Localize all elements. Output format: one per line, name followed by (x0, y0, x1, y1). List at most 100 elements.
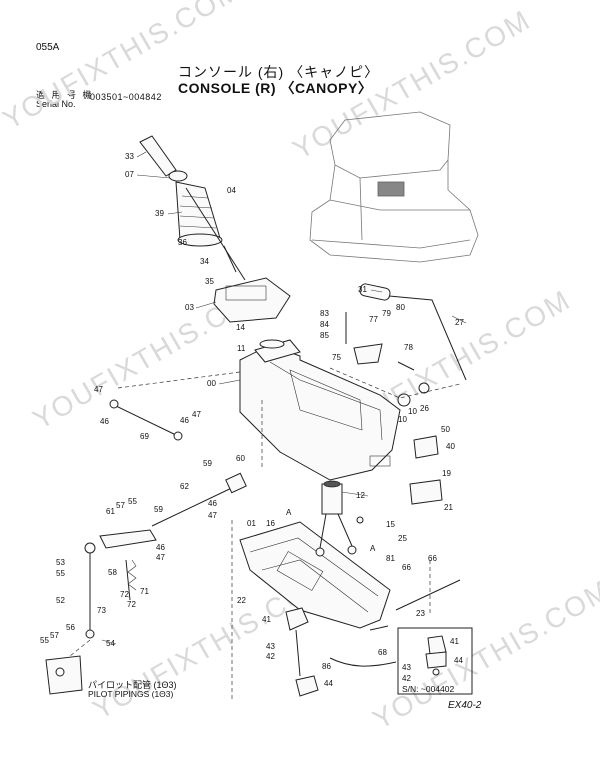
callout-47-d: 47 (156, 553, 165, 562)
watermark-2: YOUFIXTHIS.COM (288, 4, 537, 165)
callout-41-a: 41 (262, 615, 271, 624)
callout-labels: 33 07 04 39 36 34 35 03 14 11 00 31 83 8… (40, 152, 464, 688)
callout-31: 31 (358, 285, 367, 294)
callout-55-b: 55 (56, 569, 65, 578)
page-number: 055A (36, 42, 60, 53)
callout-46-a: 46 (100, 417, 109, 426)
callout-86: 86 (322, 662, 331, 671)
callout-33: 33 (125, 152, 134, 161)
callout-44-a: 44 (324, 679, 333, 688)
callout-81: 81 (386, 554, 395, 563)
serial-label-japanese: 適 用 号 機 (36, 90, 94, 100)
callout-47-b: 47 (192, 410, 201, 419)
title-japanese: コンソール (右) 〈キャノピ〉 (178, 64, 380, 80)
callout-15: 15 (386, 520, 395, 529)
callout-10-a: 10 (398, 415, 407, 424)
callout-07: 07 (125, 170, 134, 179)
callout-42-b: 42 (402, 674, 411, 683)
callout-47-c: 47 (208, 511, 217, 520)
callout-73: 73 (97, 606, 106, 615)
callout-00: 00 (207, 379, 216, 388)
boot-ring (177, 233, 223, 247)
callout-79: 79 (382, 309, 391, 318)
callout-55-a: 55 (128, 497, 137, 506)
callout-84: 84 (320, 320, 329, 329)
dampers (285, 607, 397, 697)
base-plate (231, 400, 391, 700)
callout-72-a: 72 (120, 590, 129, 599)
callout-52: 52 (56, 596, 65, 605)
lever-grip (139, 135, 177, 177)
inset-serial-number: S/N: ~004402 (402, 684, 455, 694)
callout-43-b: 43 (402, 663, 411, 672)
callout-22: 22 (237, 596, 246, 605)
callout-44-b: 44 (454, 656, 463, 665)
callout-04: 04 (227, 186, 236, 195)
callout-62: 62 (180, 482, 189, 491)
callout-85: 85 (320, 331, 329, 340)
callout-16: 16 (266, 519, 275, 528)
callout-26: 26 (420, 404, 429, 413)
callout-12: 12 (356, 491, 365, 500)
callout-46-b: 46 (180, 416, 189, 425)
document-code: EX40-2 (448, 700, 482, 711)
callout-46-c: 46 (208, 499, 217, 508)
callout-39: 39 (155, 209, 164, 218)
callout-69: 69 (140, 432, 149, 441)
callout-19: 19 (442, 469, 451, 478)
callout-75: 75 (332, 353, 341, 362)
callout-78: 78 (404, 343, 413, 352)
leader-lines (101, 151, 467, 645)
callout-57-a: 57 (116, 501, 125, 510)
callout-14: 14 (236, 323, 245, 332)
callout-47-a: 47 (94, 385, 103, 394)
callout-46-d: 46 (156, 543, 165, 552)
callout-83: 83 (320, 309, 329, 318)
callout-72-b: 72 (127, 600, 136, 609)
callout-35: 35 (205, 277, 214, 286)
callout-61: 61 (106, 507, 115, 516)
cab-outline (309, 111, 479, 263)
callout-59-b: 59 (154, 505, 163, 514)
pilot-valve-center (315, 480, 364, 557)
callout-21: 21 (444, 503, 453, 512)
callout-53: 53 (56, 558, 65, 567)
lever-assembly (139, 135, 291, 323)
callout-43-a: 43 (266, 642, 275, 651)
callout-58: 58 (108, 568, 117, 577)
title-english: CONSOLE (R) 〈CANOPY〉 (178, 80, 373, 96)
callout-56: 56 (66, 623, 75, 632)
callout-41-b: 41 (450, 637, 459, 646)
callout-50: 50 (441, 425, 450, 434)
callout-36: 36 (178, 238, 187, 247)
callout-A-2: A (370, 544, 376, 553)
callout-77: 77 (369, 315, 378, 324)
callout-23: 23 (416, 609, 425, 618)
callout-25: 25 (398, 534, 407, 543)
callout-54: 54 (106, 639, 115, 648)
watermark-1: YOUFIXTHIS.COM (0, 0, 246, 135)
callout-11: 11 (237, 344, 246, 353)
inset-frame (397, 627, 473, 695)
callout-27: 27 (455, 318, 464, 327)
callout-71: 71 (140, 587, 149, 596)
callout-03: 03 (185, 303, 194, 312)
callout-01: 01 (247, 519, 256, 528)
callout-80: 80 (396, 303, 405, 312)
callout-10-b: 10 (408, 407, 417, 416)
pilot-piping-label-japanese: パイロット配管 (1Θ3) (88, 680, 177, 690)
console-body (239, 339, 401, 481)
grip-ring (168, 170, 188, 182)
callout-60: 60 (236, 454, 245, 463)
callout-A-1: A (286, 508, 292, 517)
right-linkages (329, 283, 467, 614)
callout-57-b: 57 (50, 631, 59, 640)
callout-59-a: 59 (203, 459, 212, 468)
callout-34: 34 (200, 257, 209, 266)
callout-55-c: 55 (40, 636, 49, 645)
callout-68: 68 (378, 648, 387, 657)
watermark-6: YOUFIXTHIS.COM (368, 574, 600, 735)
left-linkages (45, 371, 247, 695)
callout-66-a: 66 (428, 554, 437, 563)
